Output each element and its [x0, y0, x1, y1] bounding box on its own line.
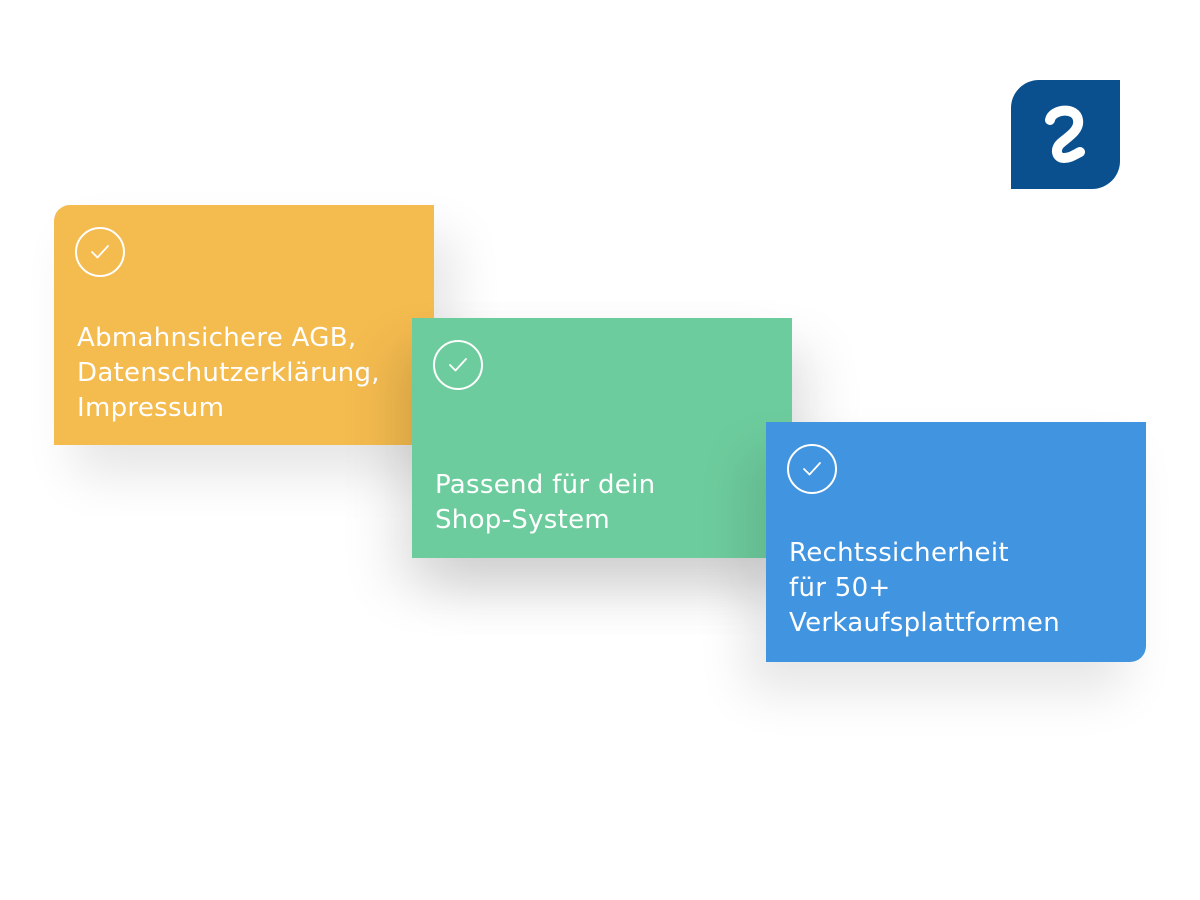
- feature-card-legal-texts: Abmahnsichere AGB, Datenschutzerklärung,…: [54, 205, 434, 445]
- feature-card-text: Abmahnsichere AGB, Datenschutzerklärung,…: [77, 323, 380, 423]
- feature-card-platforms: Rechtssicherheit für 50+ Verkaufsplattfo…: [766, 422, 1146, 662]
- check-circle-icon: [787, 444, 837, 494]
- feature-card-text: Passend für dein Shop-System: [435, 470, 656, 535]
- brand-logo-icon: [1011, 80, 1120, 189]
- check-circle-icon: [433, 340, 483, 390]
- check-circle-icon: [75, 227, 125, 277]
- feature-card-shop-system: Passend für dein Shop-System: [412, 318, 792, 558]
- feature-card-text: Rechtssicherheit für 50+ Verkaufsplattfo…: [789, 538, 1061, 638]
- brand-logo-glyph-icon: [1044, 105, 1085, 163]
